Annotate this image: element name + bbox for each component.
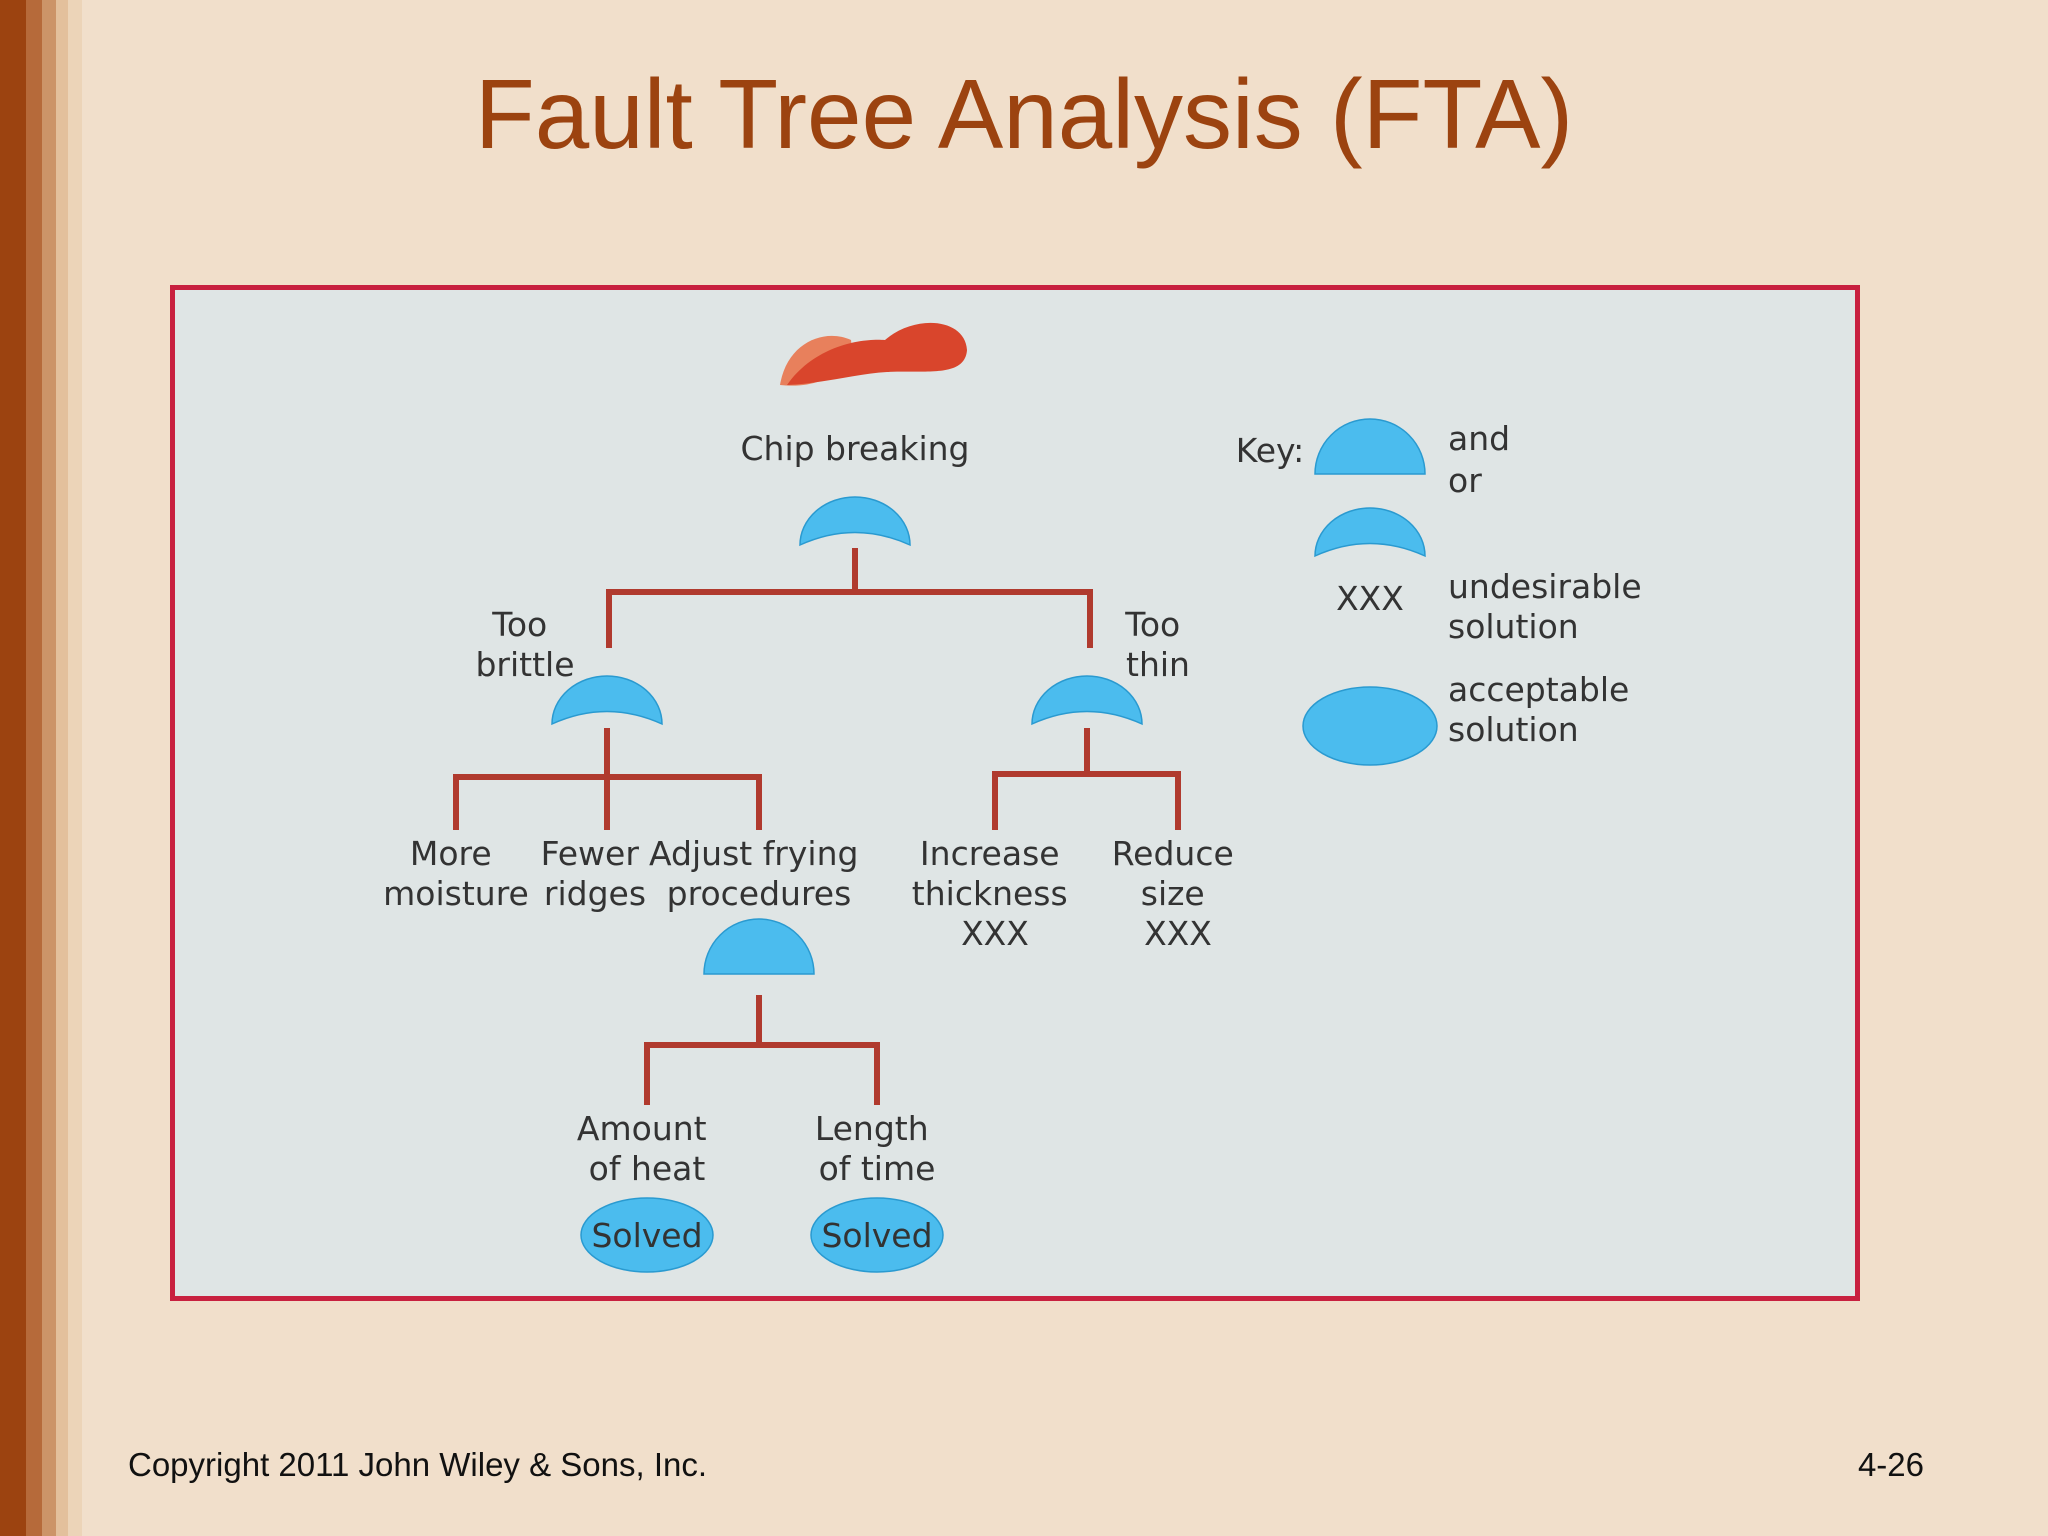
decor-stripe-1: [0, 0, 26, 1536]
increase-thickness-label: Increase thickness XXX: [912, 834, 1078, 953]
legend-and-gate-icon: [1314, 418, 1426, 475]
legend-or-gate-icon: [1314, 507, 1426, 558]
legend-and-label: and: [1448, 419, 1510, 458]
reduce-size-label: Reduce size XXX: [1112, 834, 1245, 953]
legend: Key: and or XXX undesirable solution acc…: [1236, 418, 1652, 766]
or-gate-chip-breaking: [799, 496, 911, 547]
decor-stripe-5: [68, 0, 82, 1536]
top-event-label: Chip breaking: [740, 429, 969, 468]
fault-tree-panel: Chip breaking Too brittle Too thin More …: [170, 285, 1860, 1301]
solved-label-time: Solved: [821, 1216, 932, 1255]
adjust-frying-label: Adjust frying procedures: [649, 834, 869, 913]
decor-stripe-3: [42, 0, 56, 1536]
tree-connectors: [453, 548, 1181, 1105]
and-gate-adjust-frying: [703, 918, 815, 975]
legend-xxx-symbol: XXX: [1336, 579, 1404, 618]
legend-undesirable-label: undesirable solution: [1448, 567, 1652, 646]
more-moisture-label: More moisture: [383, 834, 529, 913]
solved-ellipse-time: [810, 1197, 944, 1273]
too-thin-label: Too thin: [1124, 605, 1190, 684]
amount-of-heat-label: Amount of heat: [577, 1109, 717, 1188]
length-of-time-label: Length of time: [815, 1109, 939, 1188]
page-number: 4-26: [1857, 1446, 1924, 1483]
or-gate-too-brittle: [551, 675, 663, 726]
solved-ellipse-heat: [580, 1197, 714, 1273]
legend-acceptable-label: acceptable solution: [1448, 670, 1640, 749]
slide-title: Fault Tree Analysis (FTA): [474, 59, 1574, 169]
potato-chip-icon: [780, 322, 967, 386]
fault-tree-diagram: Chip breaking Too brittle Too thin More …: [383, 322, 1652, 1273]
legend-acceptable-ellipse: [1302, 686, 1438, 766]
decor-stripe-2: [26, 0, 42, 1536]
too-brittle-label: Too brittle: [475, 605, 574, 684]
or-gate-too-thin: [1031, 675, 1143, 726]
decor-stripe-4: [56, 0, 68, 1536]
solved-label-heat: Solved: [591, 1216, 702, 1255]
fewer-ridges-label: Fewer ridges: [541, 834, 650, 913]
legend-or-label: or: [1448, 461, 1482, 500]
legend-title: Key:: [1236, 431, 1305, 470]
copyright-text: Copyright 2011 John Wiley & Sons, Inc.: [128, 1446, 708, 1483]
